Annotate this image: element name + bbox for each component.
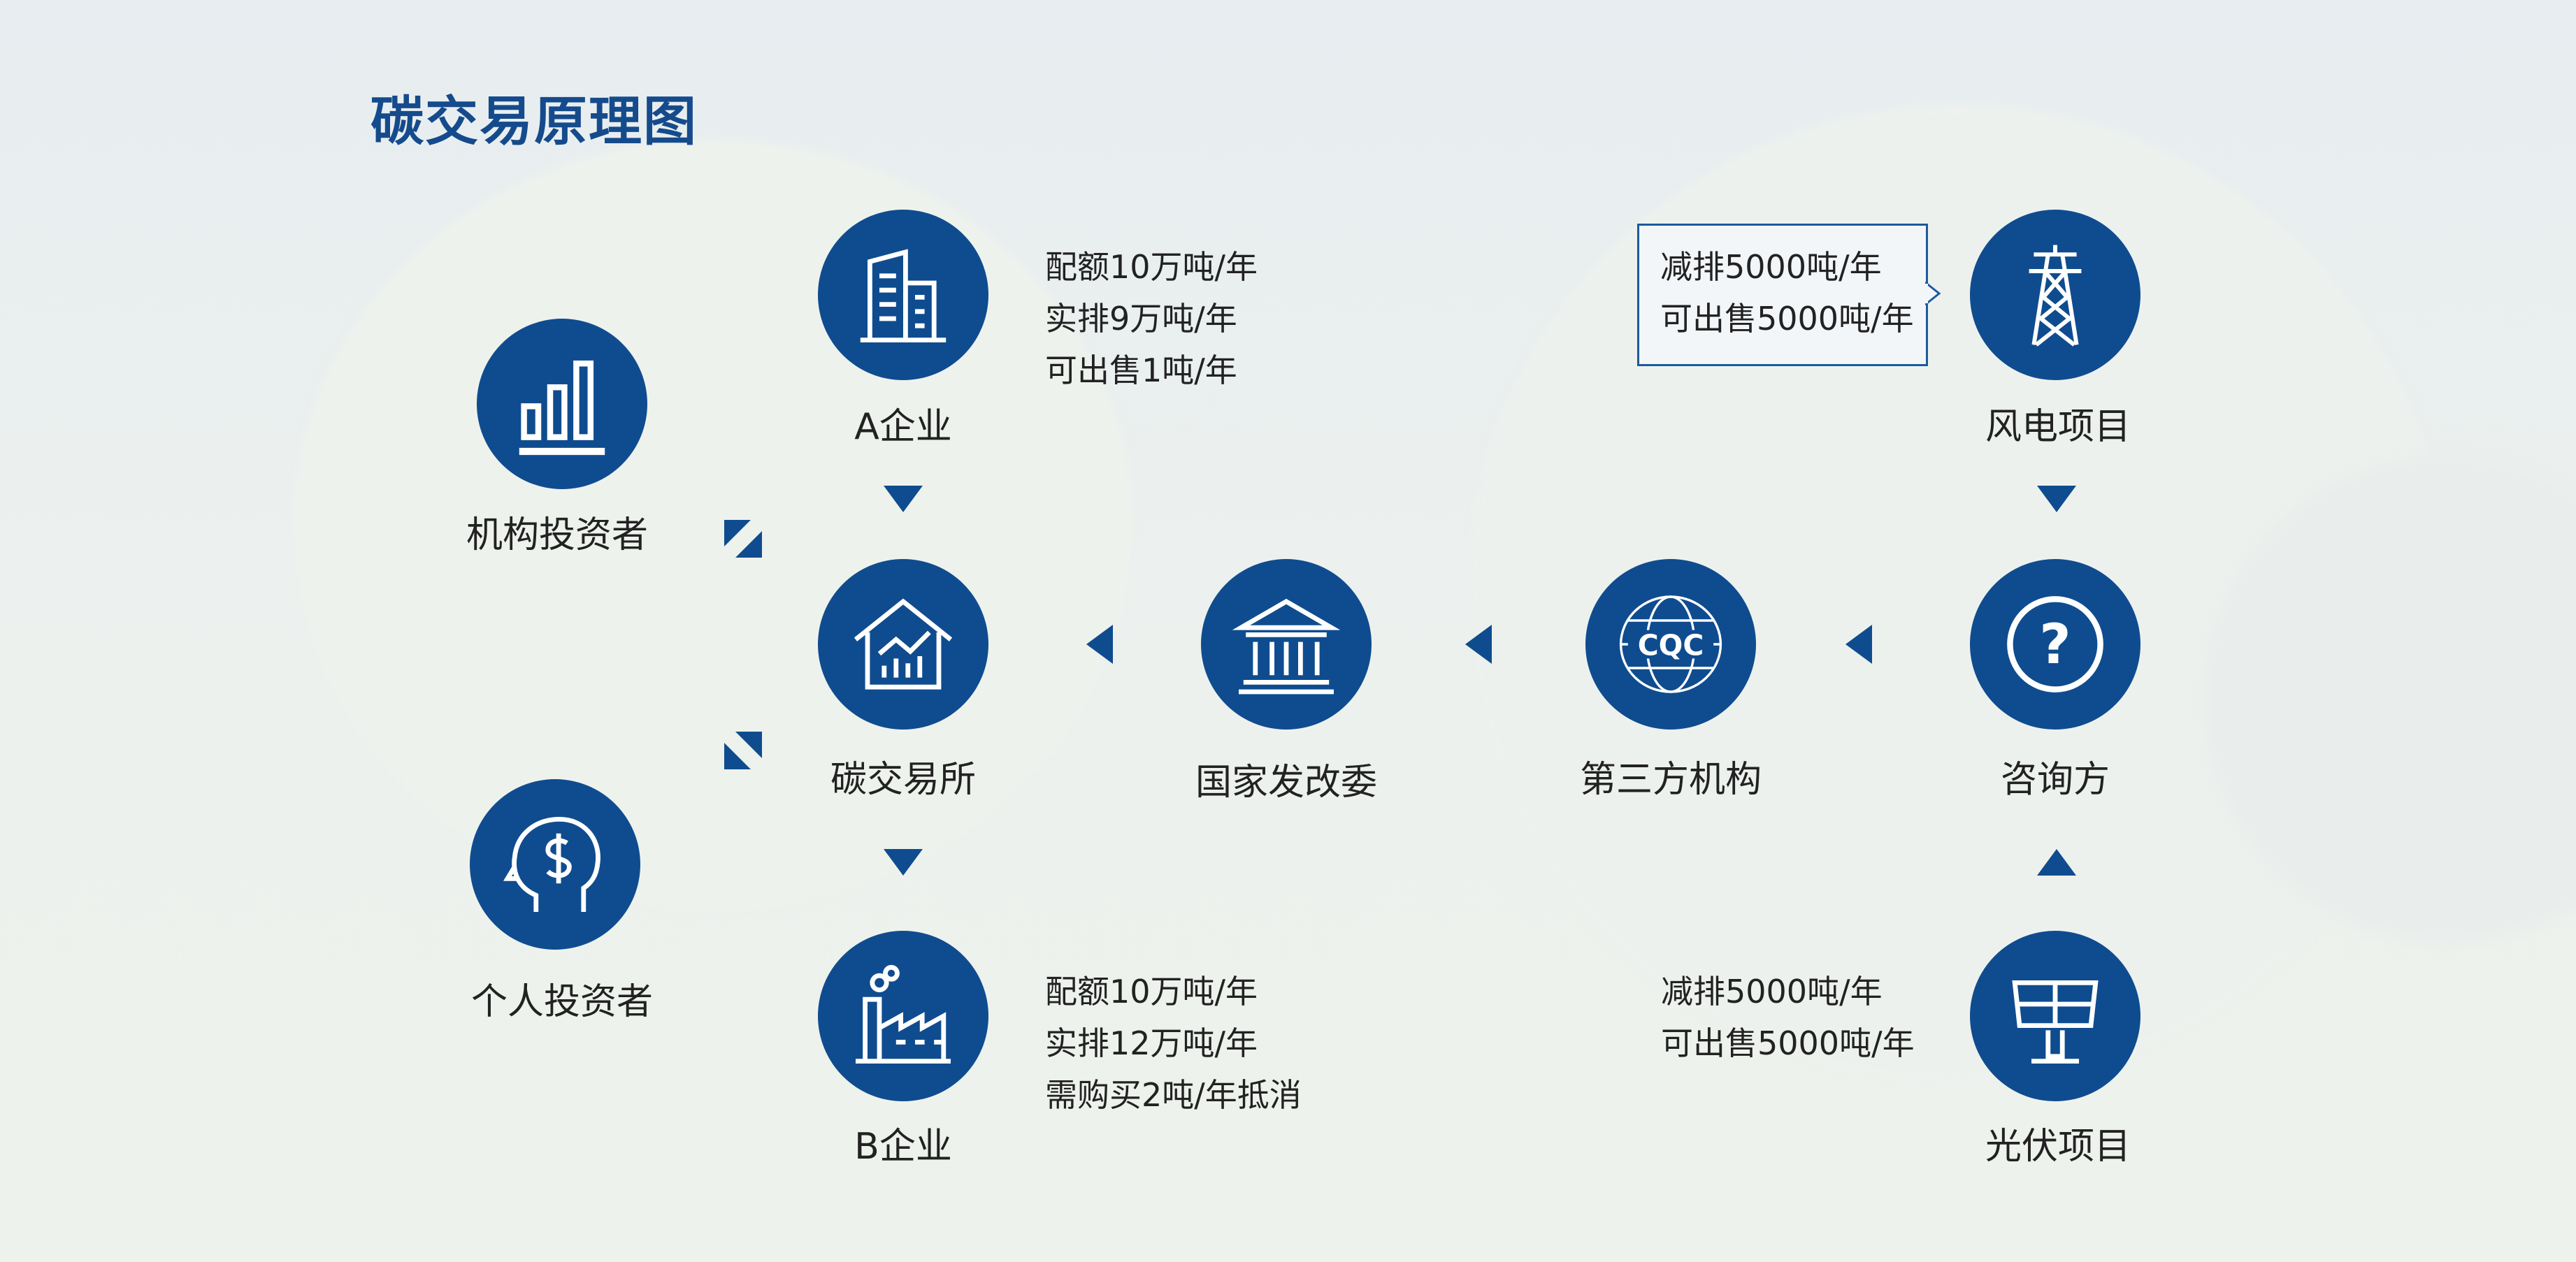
bar-chart-icon: [519, 360, 605, 456]
page-title: 碳交易原理图: [370, 90, 698, 152]
solar-label: 光伏项目: [1985, 1126, 2131, 1168]
info-line: 减排5000吨/年: [1660, 248, 1882, 286]
company-a-label: A企业: [854, 406, 952, 448]
institutional-investor-label: 机构投资者: [466, 514, 649, 556]
consultant-node: ?: [1970, 559, 2140, 730]
third-party-node: CQC: [1585, 559, 1756, 730]
company-a-node: [818, 210, 988, 380]
arrow-down-a-to-exchange: [884, 486, 923, 512]
house-chart-icon: [854, 598, 953, 690]
background-shape: [294, 140, 1132, 908]
head-dollar-icon: [503, 816, 600, 912]
info-line: 可出售5000吨/年: [1660, 300, 1914, 338]
wind-info: 减排5000吨/年 可出售5000吨/年: [1660, 241, 1914, 344]
arrow-left-third-party-to-ndrc: [1465, 625, 1492, 664]
individual-investor-label: 个人投资者: [470, 981, 654, 1023]
wind-callout: 减排5000吨/年 可出售5000吨/年: [1637, 224, 1928, 366]
bidirectional-arrow-institutional: [724, 520, 762, 558]
individual-investor-node: [470, 779, 640, 950]
info-line: 可出售1吨/年: [1045, 351, 1237, 389]
info-line: 实排12万吨/年: [1045, 1024, 1258, 1062]
arrow-left-ndrc-to-exchange: [1086, 625, 1113, 664]
solar-info: 减排5000吨/年 可出售5000吨/年: [1661, 966, 1915, 1069]
government-building-icon: [1232, 598, 1341, 695]
company-b-info: 配额10万吨/年 实排12万吨/年 需购买2吨/年抵消: [1045, 966, 1302, 1121]
background-shape: [2202, 454, 2576, 943]
info-line: 实排9万吨/年: [1045, 300, 1237, 338]
cqc-globe-icon: CQC: [1619, 595, 1722, 693]
ndrc-label: 国家发改委: [1195, 762, 1378, 804]
arrow-up-solar-to-consultant: [2037, 849, 2076, 876]
arrow-down-wind-to-consultant: [2037, 486, 2076, 512]
solar-node: [1970, 931, 2140, 1101]
power-tower-icon: [2029, 245, 2082, 347]
arrow-left-consultant-to-third-party: [1845, 625, 1872, 664]
wind-label: 风电项目: [1985, 406, 2131, 448]
institutional-investor-node: [477, 319, 647, 489]
wind-node: [1970, 210, 2140, 380]
consultant-label: 咨询方: [2000, 759, 2110, 801]
factory-icon: [856, 964, 951, 1064]
question-icon: ?: [2007, 596, 2103, 692]
question-mark: ?: [2039, 613, 2071, 676]
exchange-node: [818, 559, 988, 730]
info-line: 需购买2吨/年抵消: [1045, 1076, 1302, 1114]
info-line: 减排5000吨/年: [1661, 973, 1883, 1010]
company-b-label: B企业: [854, 1126, 952, 1168]
exchange-label: 碳交易所: [830, 759, 977, 801]
third-party-label: 第三方机构: [1579, 759, 1762, 801]
solar-panel-icon: [2012, 980, 2099, 1064]
info-line: 可出售5000吨/年: [1661, 1024, 1915, 1062]
info-line: 配额10万吨/年: [1045, 248, 1258, 286]
callout-pointer: [1925, 281, 1941, 306]
cqc-text: CQC: [1638, 628, 1704, 662]
company-a-info: 配额10万吨/年 实排9万吨/年 可出售1吨/年: [1045, 241, 1258, 396]
company-b-node: [818, 931, 988, 1101]
ndrc-node: [1201, 559, 1372, 730]
arrow-down-exchange-to-b: [884, 849, 923, 876]
office-building-icon: [860, 249, 947, 342]
info-line: 配额10万吨/年: [1045, 973, 1258, 1010]
bidirectional-arrow-individual: [724, 732, 762, 769]
